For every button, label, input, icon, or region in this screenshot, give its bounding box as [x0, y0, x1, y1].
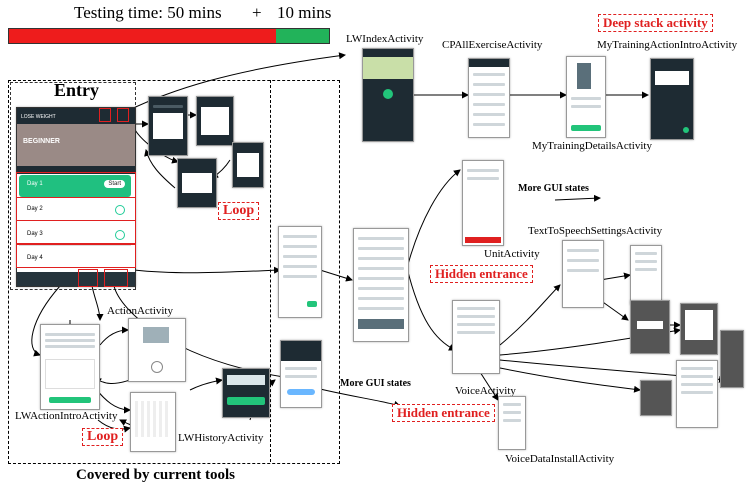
bottom-nav [17, 272, 135, 286]
covered-region-outer [8, 80, 340, 464]
loop-label-1: Loop [218, 202, 260, 220]
label-cpall: CPAllExerciseActivity [442, 39, 543, 51]
label-lwaction-intro: LWActionIntroActivity [15, 410, 118, 422]
highlight-day-2 [16, 197, 136, 221]
testing-time-label: Testing time: 50 mins [74, 3, 222, 22]
label-mytraining-intro: MyTrainingActionIntroActivity [597, 39, 738, 51]
label-action: ActionActivity [107, 305, 173, 317]
loop-screen-3 [232, 142, 264, 188]
voice-data-screen [498, 396, 526, 450]
settings-screen [353, 228, 409, 342]
day-1-row[interactable]: Day 1 Start [19, 175, 131, 197]
unit-screen [462, 160, 504, 246]
covered-region-divider [270, 80, 271, 462]
tts-option-5 [676, 360, 718, 428]
entry-banner [17, 124, 135, 166]
tts-option-6 [640, 380, 672, 416]
day-3-progress-icon [115, 230, 125, 240]
day-2-label: Day 2 [27, 206, 43, 212]
more-gui-states-1: More GUI states [518, 183, 589, 194]
label-mytraining-details: MyTrainingDetailsActivity [532, 140, 652, 152]
hidden-entrance-2: Hidden entrance [392, 404, 495, 422]
label-lwindex: LWIndexActivity [346, 33, 424, 45]
lwaction-intro-screen [40, 324, 100, 410]
day-2-progress-icon [115, 205, 125, 215]
highlight-nav-1 [78, 269, 98, 287]
action-screen [128, 318, 186, 382]
entry-screen-header: LOSE WEIGHT [21, 114, 56, 120]
day-4-label: Day 4 [27, 255, 43, 261]
day-3-label: Day 3 [27, 231, 43, 237]
day-3-row[interactable]: Day 3 [19, 225, 131, 246]
lwindex-screen [362, 48, 414, 142]
plus-sign: + [252, 3, 262, 22]
lwhistory-screen [222, 368, 270, 418]
highlight-day-3 [16, 220, 136, 244]
hidden-entrance-1: Hidden entrance [430, 265, 533, 283]
highlight-top-icon-1 [99, 108, 111, 122]
loop-label-2: Loop [82, 428, 124, 446]
label-tts: TextToSpeechSettingsActivity [528, 225, 663, 237]
mytraining-intro-screen [650, 58, 694, 140]
label-voice: VoiceActivity [455, 385, 516, 397]
mid-covered-screen [278, 226, 322, 318]
day-4-row[interactable]: Day 4 [19, 250, 131, 268]
label-unit: UnitActivity [484, 248, 540, 260]
tts-screen [562, 240, 604, 308]
highlight-nav-2 [104, 269, 128, 287]
cpall-screen [468, 58, 510, 138]
calendar-screen [130, 392, 176, 452]
entry-banner-title: BEGINNER [23, 138, 60, 145]
tts-option-2 [630, 300, 670, 354]
time-bar-extra [275, 29, 329, 43]
time-bar-covered [9, 29, 276, 43]
time-bar [8, 28, 330, 44]
day-1-label: Day 1 [27, 181, 43, 187]
tts-option-1 [630, 245, 662, 305]
highlight-day-4 [16, 244, 136, 268]
more-gui-states-2: More GUI states [340, 378, 411, 389]
tts-option-4 [720, 330, 744, 388]
start-button[interactable]: Start [104, 180, 125, 188]
label-lwhistory: LWHistoryActivity [178, 432, 264, 444]
mytraining-details-screen [566, 56, 606, 138]
loop-screen-1 [148, 96, 188, 156]
loop-screen-2 [196, 96, 234, 146]
voice-screen [452, 300, 500, 374]
deep-stack-label: Deep stack activity [598, 14, 713, 32]
covered-label: Covered by current tools [76, 467, 236, 483]
highlight-day-1 [16, 172, 136, 198]
tts-option-3 [680, 303, 718, 355]
extra-time-label: 10 mins [277, 3, 332, 22]
entry-label: Entry [54, 80, 99, 100]
loop-screen-4 [177, 158, 217, 208]
label-voice-data: VoiceDataInstallActivity [505, 453, 615, 465]
lose-weight-screen [280, 340, 322, 408]
highlight-top-icon-2 [117, 108, 129, 122]
